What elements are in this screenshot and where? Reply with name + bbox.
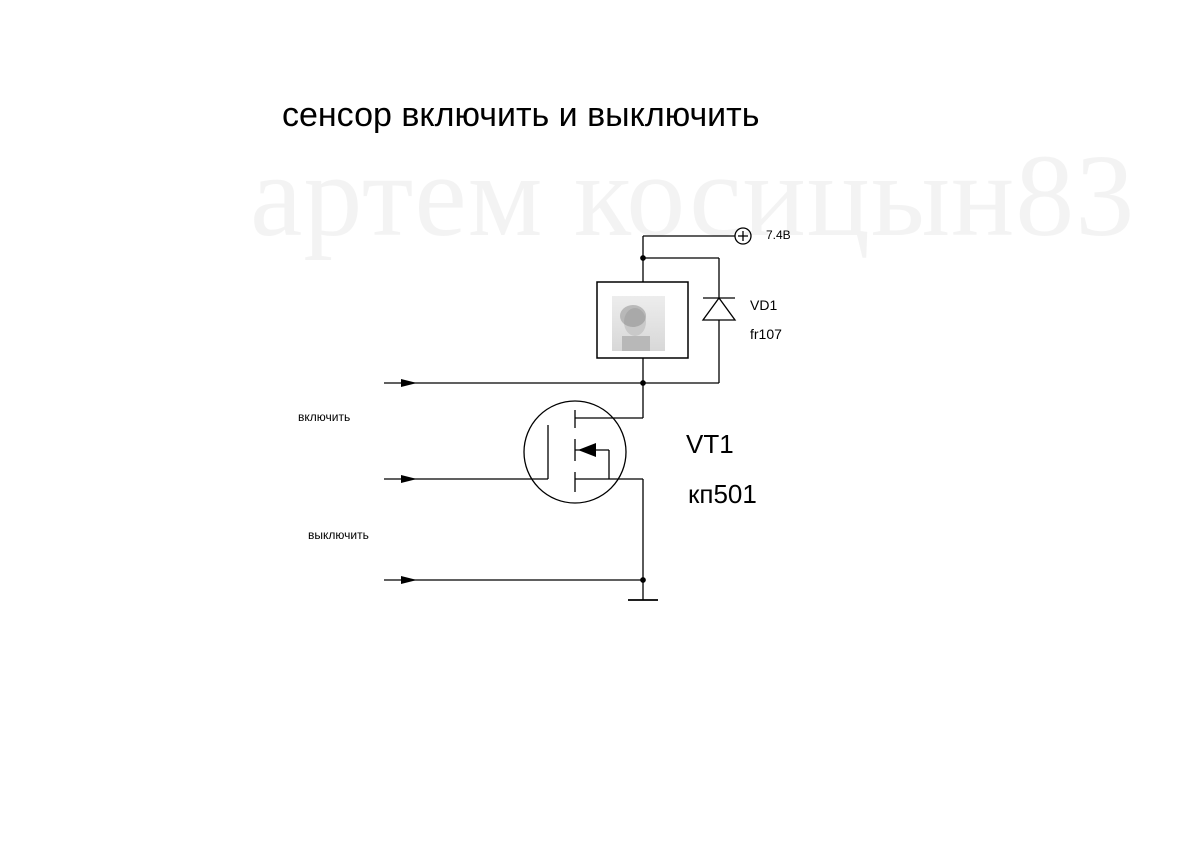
relay-photo-icon — [612, 296, 665, 351]
input-on-label: включить — [298, 410, 351, 424]
input-off-label: выключить — [308, 528, 369, 542]
input-arrow-icon-mid — [401, 475, 417, 483]
input-arrow-icon-top — [401, 379, 417, 387]
power-terminal-icon — [734, 227, 752, 245]
transistor-vt1-symbol — [523, 400, 643, 504]
power-voltage-label: 7.4В — [766, 228, 791, 242]
diode-vd1-symbol — [701, 258, 737, 383]
input-arrow-icon-bottom — [401, 576, 417, 584]
diode-ref-label: VD1 — [750, 297, 778, 313]
transistor-ref-label: VT1 — [686, 429, 734, 459]
watermark-text: артем косицын83 — [250, 128, 1135, 264]
transistor-part-label: кп501 — [688, 479, 757, 509]
diagram-title: сенсор включить и выключить — [282, 96, 760, 134]
diode-part-label: fr107 — [750, 326, 782, 342]
power-rail — [642, 235, 735, 258]
